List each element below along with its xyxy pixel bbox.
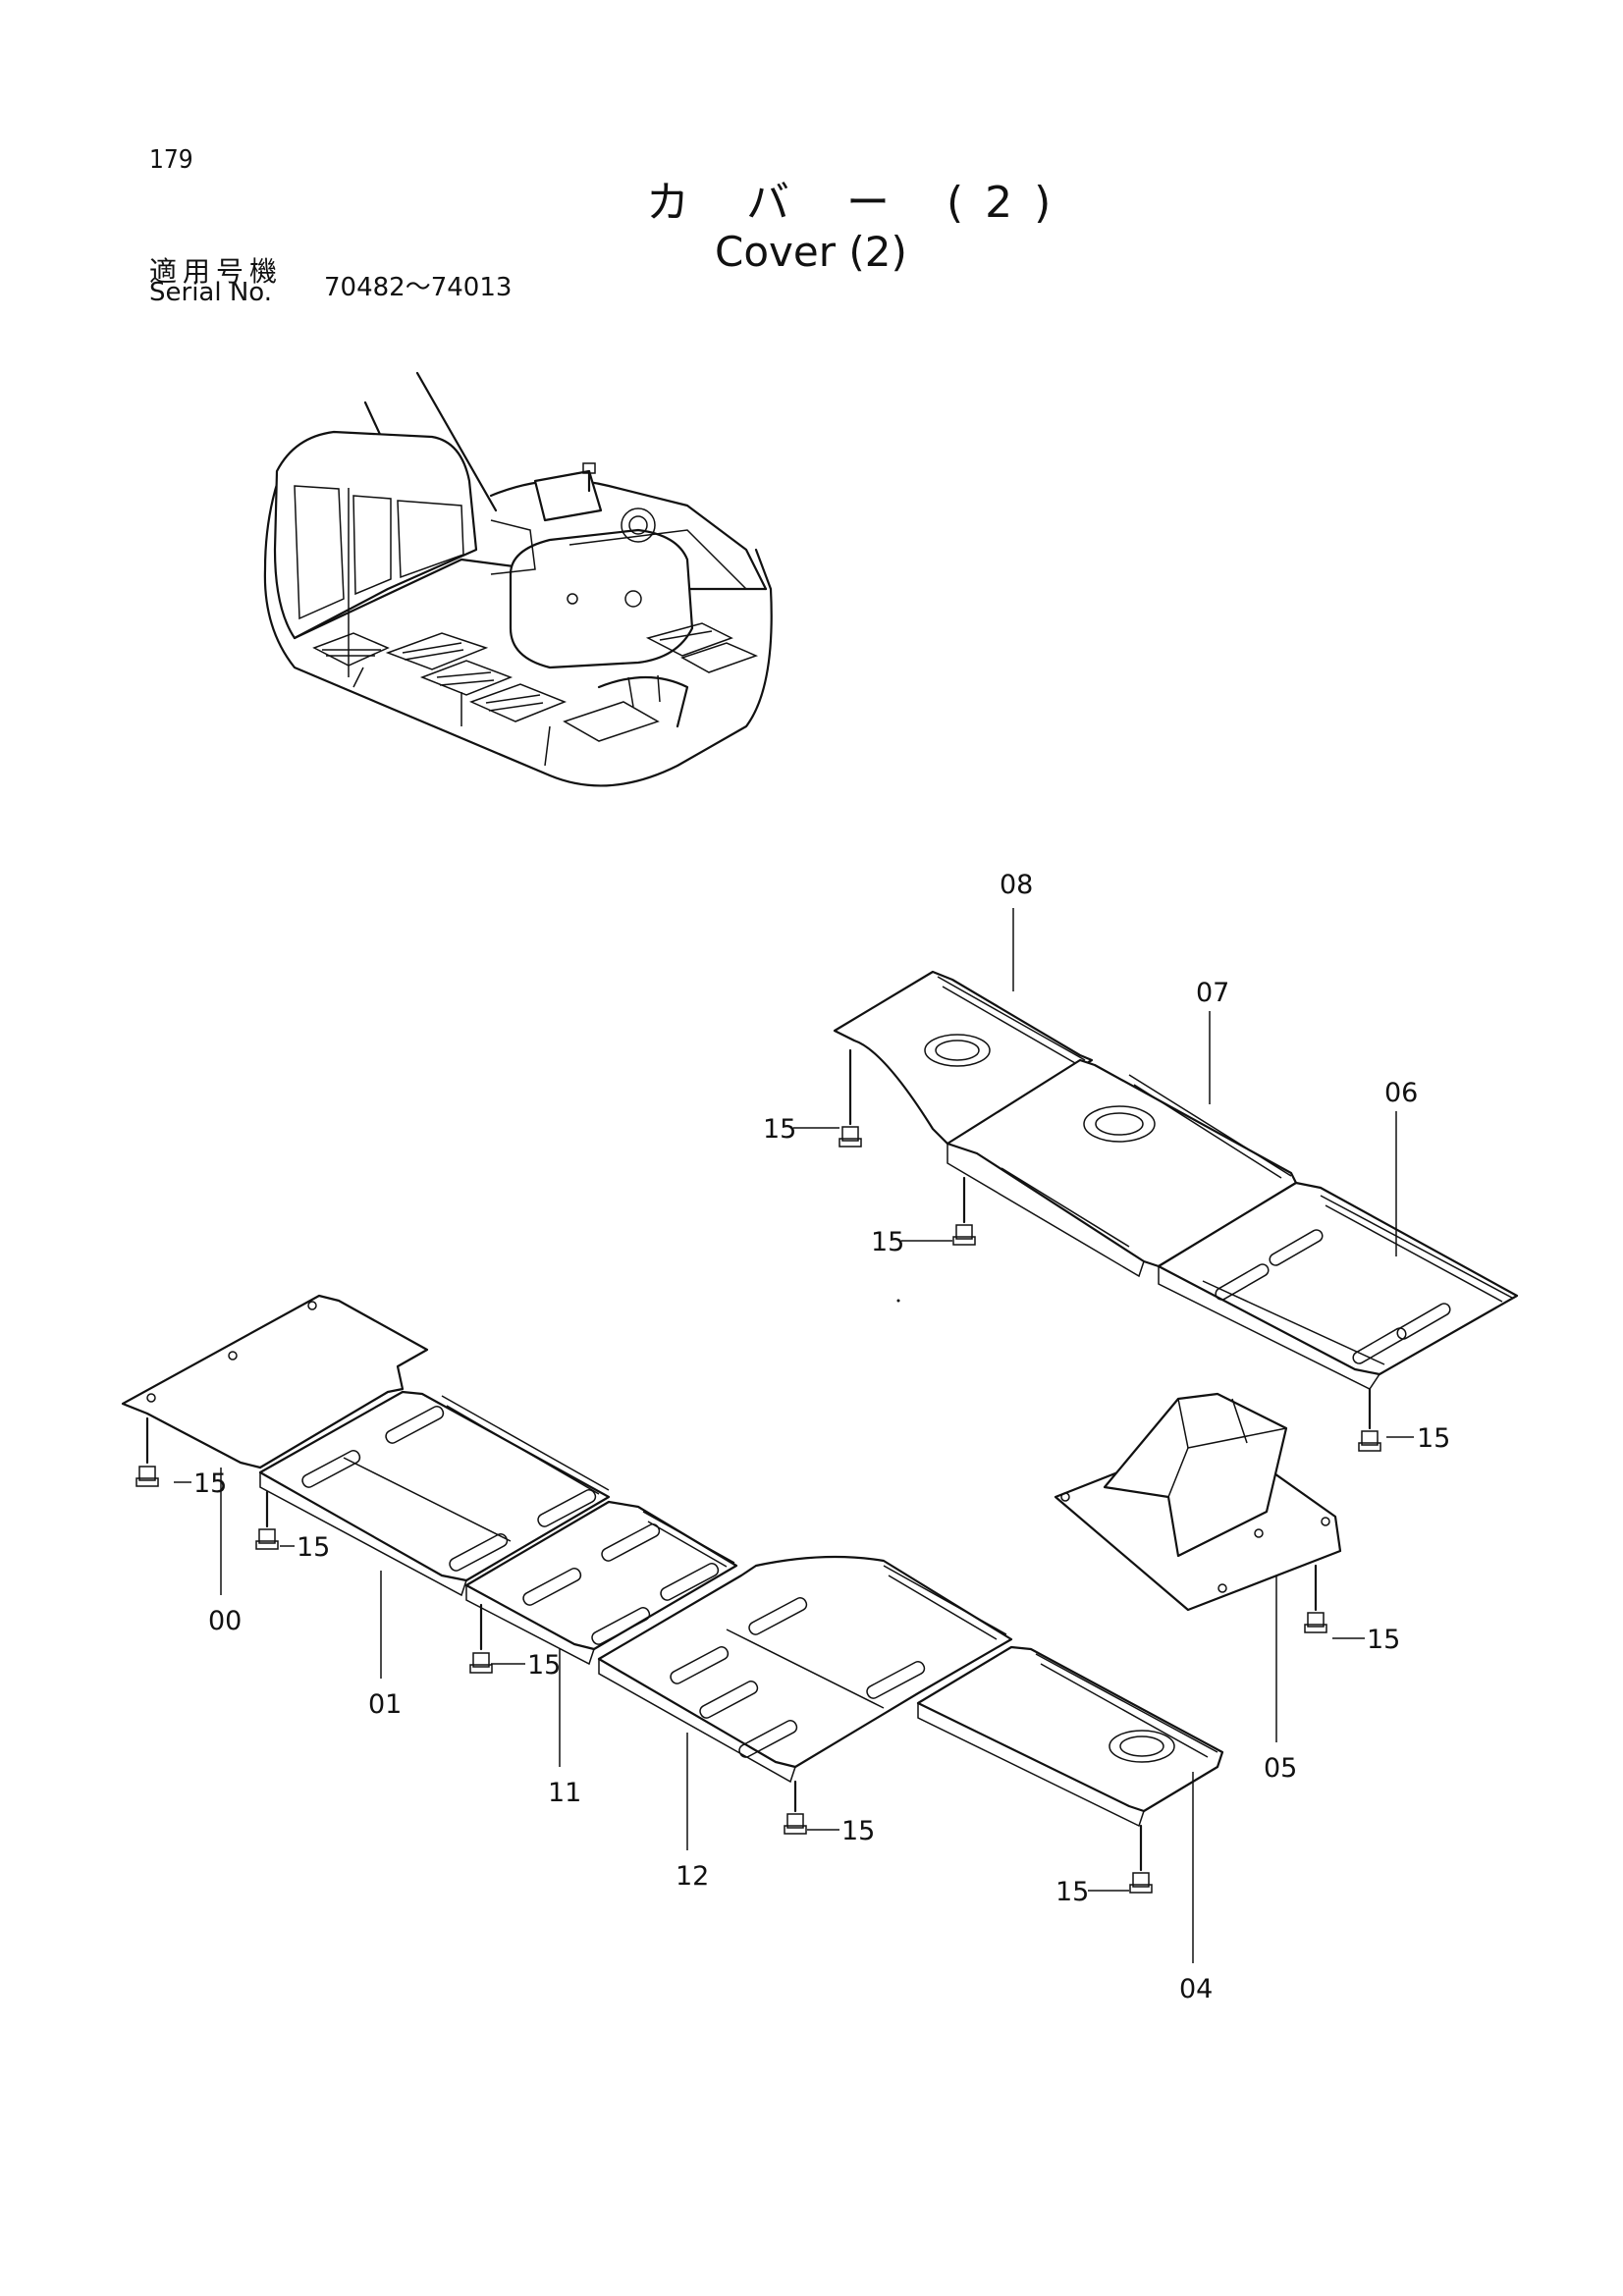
callout-15: 15 (871, 1227, 904, 1257)
floor-plate-assembly-lower (121, 1294, 1224, 1894)
callout-15: 15 (297, 1532, 330, 1563)
serial-label-japanese: 適用号機 (149, 255, 284, 288)
excavator-overview-illustration (263, 371, 773, 787)
speck (896, 1299, 900, 1303)
callout-01: 01 (368, 1689, 402, 1720)
callout-15: 15 (193, 1468, 227, 1499)
title-japanese: カ バ ー (2) (646, 178, 1073, 228)
callout-15: 15 (841, 1816, 875, 1846)
callout-15: 15 (1055, 1877, 1089, 1907)
callout-06: 06 (1384, 1078, 1418, 1108)
callout-15: 15 (1367, 1625, 1400, 1655)
callout-04: 04 (1179, 1974, 1213, 2004)
callout-11: 11 (548, 1778, 581, 1808)
callout-00: 00 (208, 1606, 242, 1636)
serial-label-english: Serial No. (149, 278, 272, 307)
callout-15: 15 (763, 1114, 796, 1145)
callout-15: 15 (1417, 1423, 1450, 1454)
page-number: 179 (149, 145, 193, 175)
leader-lines (174, 908, 1414, 1963)
callout-15: 15 (527, 1650, 561, 1681)
floor-plate-assembly-upper (833, 970, 1519, 1452)
duct-cover-part-05 (1054, 1392, 1342, 1633)
callout-numbers: 08 07 06 15 15 15 15 15 15 15 15 15 00 0… (193, 870, 1450, 2004)
serial-range: 70482～74013 (324, 273, 513, 302)
callout-08: 08 (1000, 870, 1033, 900)
callout-12: 12 (676, 1861, 709, 1892)
callout-07: 07 (1196, 978, 1229, 1008)
title-english: Cover (2) (715, 228, 907, 276)
callout-05: 05 (1264, 1753, 1297, 1784)
